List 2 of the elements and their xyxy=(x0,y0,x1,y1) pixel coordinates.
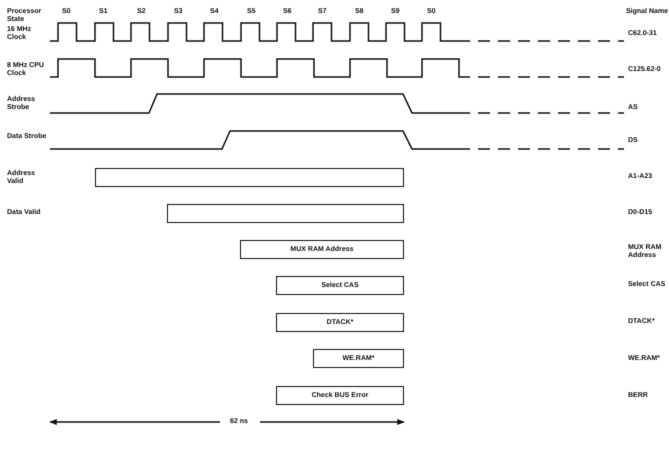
signal-bar xyxy=(95,168,404,187)
signal-bar xyxy=(167,204,404,223)
